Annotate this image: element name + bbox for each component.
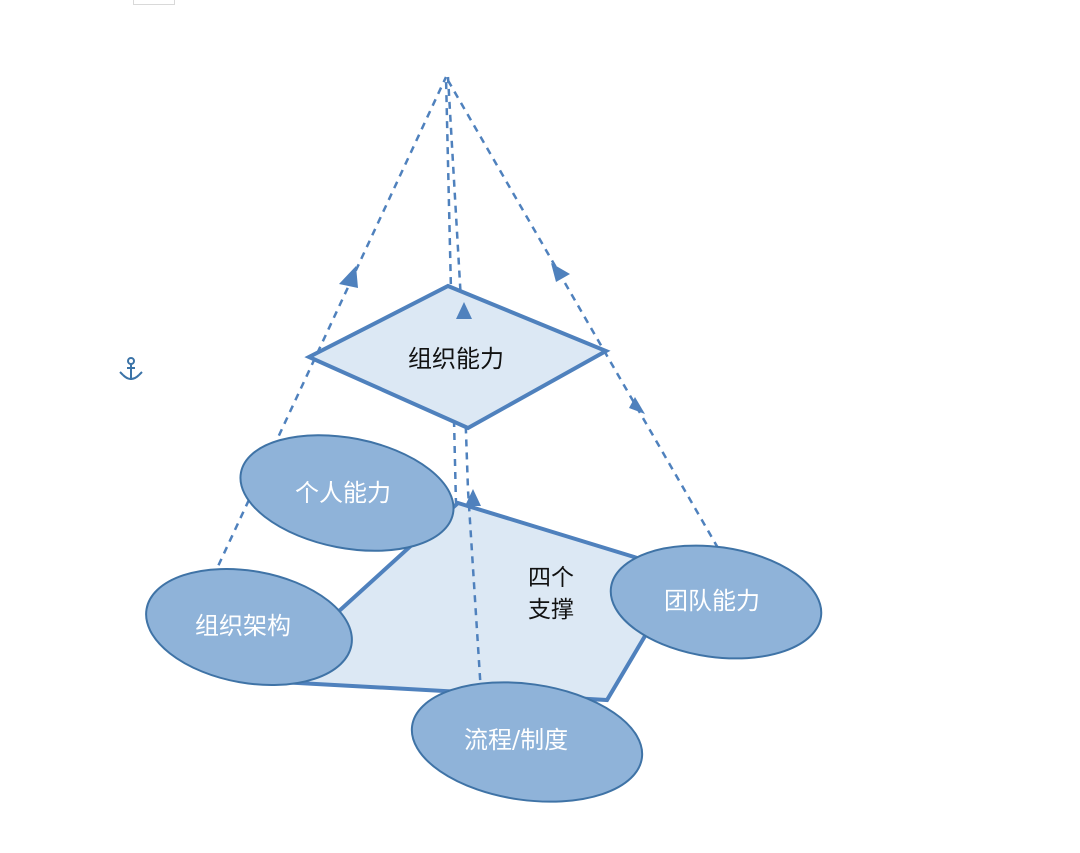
four-supports-label-line1: 四个 [528,565,574,591]
pillar-structure: 组织架构 [145,567,353,687]
organizational-capability-label: 组织能力 [408,345,504,373]
pillar-individual: 个人能力 [239,434,455,552]
pillar-process: 流程/制度 [410,681,644,803]
arrow-center-lower [465,489,481,506]
four-supports-label-line2: 支撑 [528,597,574,623]
arrow-right-upper [551,263,570,282]
organizational-capability-diamond [304,283,611,431]
arrow-left-upper [339,266,358,288]
pillar-individual-label: 个人能力 [295,479,391,507]
arrow-right-lower [629,397,645,414]
anchor-icon [119,357,143,380]
pillar-structure-label: 组织架构 [195,612,291,640]
pillar-team-label: 团队能力 [664,587,760,615]
arrow-center-upper [456,302,472,319]
page-corner-mark [133,0,175,5]
pillar-process-label: 流程/制度 [464,726,568,754]
pillar-team: 团队能力 [609,544,823,660]
